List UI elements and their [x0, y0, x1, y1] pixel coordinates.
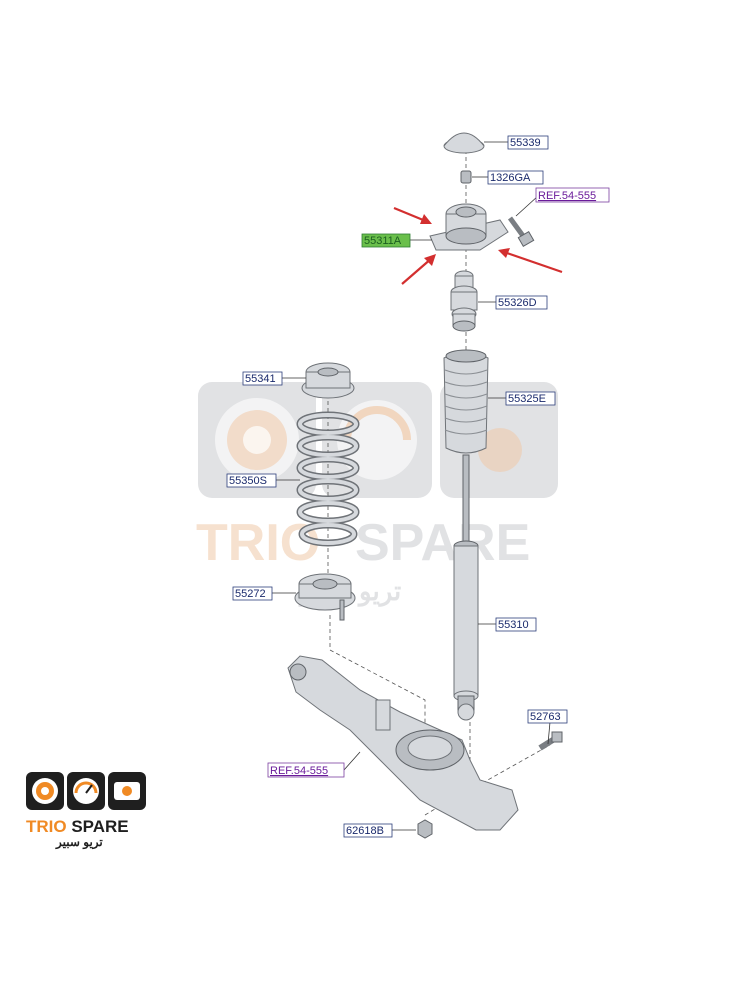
callout-55310-label: 55310 [498, 619, 529, 631]
callout-55325e-label: 55325E [508, 393, 546, 405]
callout-55272-label: 55272 [235, 588, 266, 600]
callout-55310[interactable]: 55310 [495, 617, 537, 632]
callout-55272[interactable]: 55272 [232, 586, 273, 601]
part-55272-lower-pad [294, 573, 356, 621]
callout-55341[interactable]: 55341 [242, 371, 283, 386]
callout-ref-bottom-label: REF.54-555 [270, 765, 328, 777]
callout-55350s[interactable]: 55350S [226, 473, 277, 488]
callout-55350s-label: 55350S [229, 475, 267, 487]
watermark-spare: SPARE [355, 514, 530, 572]
part-55325e-dust-boot [443, 349, 489, 454]
callout-55325e[interactable]: 55325E [505, 391, 556, 406]
callout-55311a[interactable]: 55311A [361, 233, 411, 248]
watermark: TRIO SPARE تريو سبير [196, 382, 558, 607]
part-1326ga-nut [460, 170, 472, 184]
part-55326d-bump-stop [450, 270, 478, 332]
callout-55339[interactable]: 55339 [507, 135, 549, 150]
part-55339-cap [443, 132, 485, 154]
callout-ref-bottom[interactable]: REF.54-555 [267, 762, 345, 778]
callout-62618b-label: 62618B [346, 825, 384, 837]
part-55311a-upper-mount [429, 203, 509, 251]
callout-1326ga[interactable]: 1326GA [487, 170, 544, 185]
callout-62618b[interactable]: 62618B [343, 823, 393, 838]
watermark-trio: TRIO [196, 514, 320, 572]
part-62618b-nut [417, 819, 433, 839]
part-ref-bolt-top [507, 216, 535, 248]
logo-brand-text: TRIO SPARE [26, 817, 129, 836]
callout-1326ga-label: 1326GA [490, 172, 531, 184]
callout-ref-top[interactable]: REF.54-555 [535, 187, 610, 203]
logo-arabic-text: تريو سبير [55, 835, 103, 850]
part-lower-control-arm [287, 655, 519, 831]
callout-55341-label: 55341 [245, 373, 276, 385]
part-52763-bolt [538, 731, 563, 751]
callout-52763-label: 52763 [530, 711, 561, 723]
callout-55311a-label: 55311A [364, 235, 402, 247]
callout-ref-top-label: REF.54-555 [538, 190, 596, 202]
part-55310-shock-absorber [453, 454, 479, 721]
callout-55326d[interactable]: 55326D [495, 295, 548, 310]
callout-52763[interactable]: 52763 [527, 709, 568, 724]
part-55341-spring-seat [301, 362, 355, 399]
brand-logo: TRIO SPARE تريو سبير [26, 772, 146, 850]
callout-55326d-label: 55326D [498, 297, 537, 309]
highlight-arrows [393, 206, 563, 285]
callout-55339-label: 55339 [510, 137, 541, 149]
